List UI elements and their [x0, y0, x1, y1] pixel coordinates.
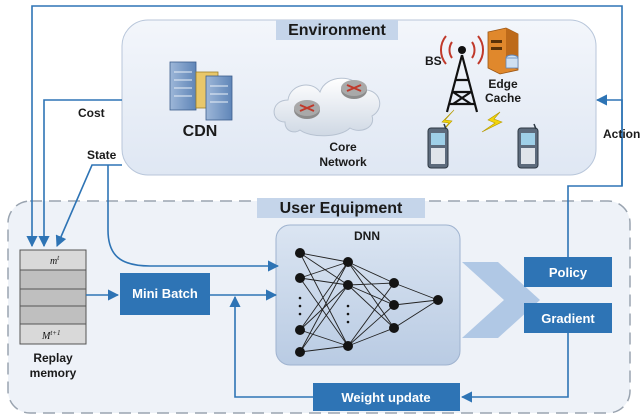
gradient-to-weight-update-arrow	[460, 333, 569, 403]
environment-title-bg	[276, 20, 398, 40]
mobile-device-icon	[427, 123, 449, 169]
dnn-panel	[275, 224, 461, 366]
dnn-network-edges	[299, 252, 439, 353]
edge-cache-line1: Edge	[488, 77, 518, 91]
core-network-line1: Core	[329, 140, 357, 154]
weight-update-to-network-arrow	[229, 295, 313, 398]
core-network-line2: Network	[319, 155, 367, 169]
replay-memory-slot-bottom: Mt+1	[41, 329, 61, 342]
edge-cache-line2: Cache	[485, 91, 521, 105]
state-label: State	[87, 148, 117, 162]
policy-box	[524, 257, 612, 287]
state-to-dnn-arrow	[107, 165, 280, 272]
dnn-network-nodes	[295, 248, 443, 357]
weight-update-box	[313, 383, 460, 411]
gradient-label: Gradient	[541, 311, 595, 326]
cdn-servers-icon	[169, 61, 233, 121]
cost-label: Cost	[78, 106, 105, 120]
environment-title: Environment	[288, 22, 386, 39]
user-equipment-title: User Equipment	[280, 200, 403, 217]
cost-arrow	[38, 99, 122, 248]
action-label: Action	[603, 127, 640, 141]
bs-tower-icon	[439, 35, 485, 113]
replay-memory-slot-top: mt	[50, 254, 60, 267]
replay-memory-stack	[19, 249, 87, 345]
mini-batch-label: Mini Batch	[132, 286, 198, 301]
edge-cache-server-icon	[487, 27, 519, 75]
replay-memory-line1: Replay	[33, 351, 73, 365]
lightning-bolt-icon	[481, 111, 503, 133]
replay-memory-line2: memory	[30, 366, 77, 380]
mini-batch-box	[120, 273, 210, 315]
user-equipment-title-bg	[257, 198, 425, 218]
top-loop-arrow	[26, 5, 623, 248]
bs-label: BS	[425, 54, 442, 68]
core-network-cloud-icon	[273, 77, 381, 137]
state-arrow	[55, 164, 122, 248]
mobile-device-icon	[517, 123, 539, 169]
cdn-label: CDN	[183, 123, 218, 140]
policy-label: Policy	[549, 265, 588, 280]
chevron-arrow-icon	[462, 262, 540, 338]
gradient-box	[524, 303, 612, 333]
weight-update-label: Weight update	[341, 390, 430, 405]
dnn-label: DNN	[354, 229, 380, 243]
